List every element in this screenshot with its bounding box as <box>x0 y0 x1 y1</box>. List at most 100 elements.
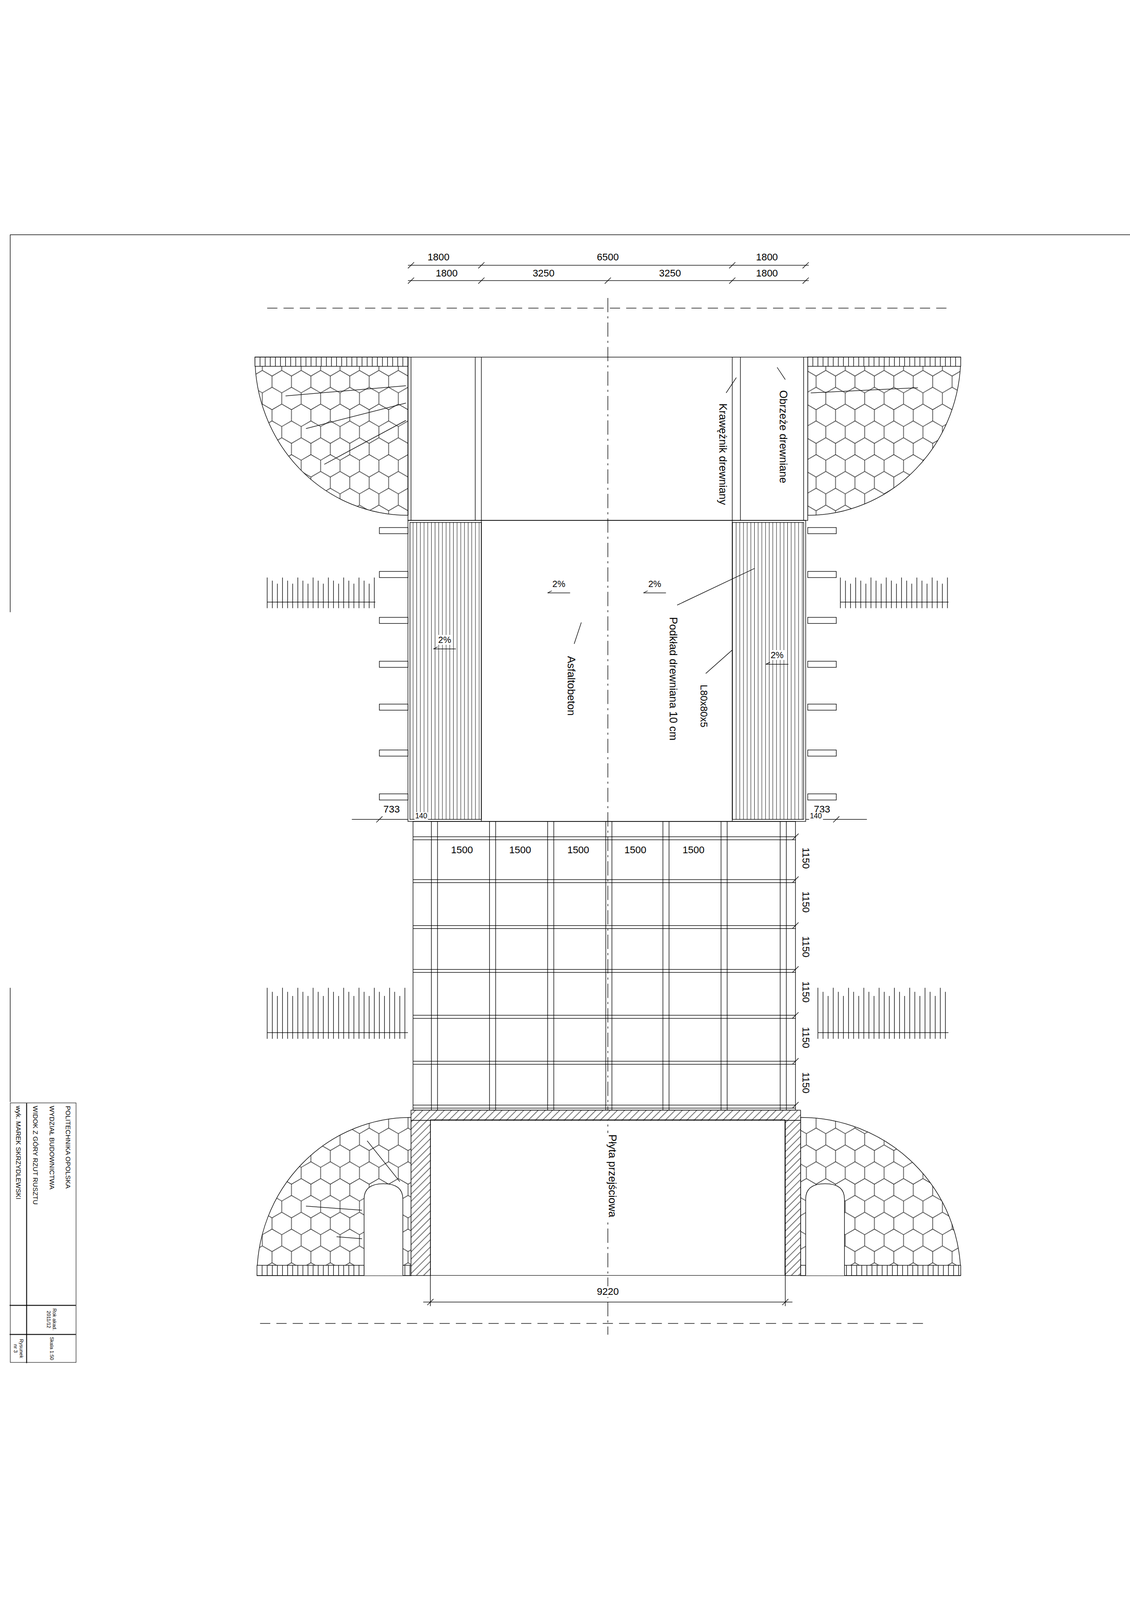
dimension-value: 1500 <box>681 844 706 856</box>
part-label: Podkład drewniana 10 cm <box>666 615 679 742</box>
brick-joint <box>327 1265 329 1276</box>
main-girder <box>611 821 612 1110</box>
ground-tick <box>873 995 875 1039</box>
dimension-value: 1150 <box>800 980 812 1003</box>
wall-opening <box>805 1183 845 1276</box>
ground-tick <box>363 580 365 609</box>
dimension-tick <box>427 1298 434 1305</box>
deck-end-outline <box>407 356 808 521</box>
dimension-tick <box>729 262 736 269</box>
curb-line <box>731 520 733 822</box>
brick-joint <box>939 356 941 367</box>
ground-tick <box>832 987 834 1039</box>
ground-tick <box>378 991 380 1039</box>
brick-joint <box>333 1265 334 1276</box>
brick-joint <box>259 356 261 367</box>
ground-tick <box>919 995 921 1039</box>
part-label: Krawężnik drewniany <box>717 402 729 506</box>
dimension-value: 3250 <box>531 267 556 279</box>
brick-joint <box>397 356 398 367</box>
brick-joint <box>402 356 404 367</box>
brick-joint <box>914 356 915 367</box>
brick-joint <box>817 356 819 367</box>
ground-tick <box>850 583 851 609</box>
brick-joint <box>912 1265 914 1276</box>
brick-joint <box>848 356 849 367</box>
cantilever-bracket <box>807 704 837 711</box>
brick-joint <box>897 1265 898 1276</box>
ground-tick <box>939 987 941 1039</box>
part-label: Obrzeże drewniane <box>777 389 790 485</box>
cantilever-bracket <box>807 793 837 800</box>
ground-tick <box>863 987 864 1039</box>
ground-tick <box>896 583 897 609</box>
ground-tick <box>373 577 375 608</box>
brick-joint <box>868 356 870 367</box>
reference-line <box>259 1322 928 1324</box>
slope-arrow <box>433 648 456 650</box>
part-label: L80x80x5 <box>698 683 710 728</box>
slope-arrow <box>547 592 570 593</box>
ground-tick <box>924 987 926 1039</box>
cross-beam <box>412 1107 796 1109</box>
brick-joint <box>846 1265 847 1276</box>
brick-joint <box>331 356 332 367</box>
cantilever-bracket <box>379 749 408 757</box>
main-girder <box>605 821 607 1110</box>
slope-label: 2% <box>769 649 785 660</box>
ground-tick <box>287 580 288 609</box>
cross-beam <box>412 836 796 837</box>
ground-tick <box>931 577 933 608</box>
transition-slab: Płyta przejściowa <box>430 1119 786 1276</box>
dimension-tick <box>478 262 485 269</box>
dimension-tick <box>407 277 415 284</box>
brick-joint <box>300 356 302 367</box>
ground-tick <box>394 991 396 1039</box>
brick-joint <box>377 356 378 367</box>
brick-joint <box>371 356 373 367</box>
main-girder <box>431 821 432 1110</box>
masonry-wing <box>254 356 408 515</box>
dimension-tick <box>802 262 809 269</box>
ground-tick <box>282 987 283 1039</box>
brick-joint <box>887 1265 888 1276</box>
ground-tick <box>333 991 334 1039</box>
dimension-tick <box>792 1011 799 1019</box>
leader-line <box>726 377 737 393</box>
brick-joint <box>305 356 306 367</box>
brick-joint <box>321 356 322 367</box>
ground-tick <box>271 580 273 609</box>
dimension-tick <box>792 1057 799 1065</box>
ground-tick <box>888 995 890 1039</box>
abutment-beam <box>411 1109 801 1121</box>
curb-line <box>410 356 412 521</box>
ground-tick <box>327 987 329 1039</box>
brick-joint <box>312 1265 314 1276</box>
brick-joint <box>881 1265 883 1276</box>
brick-joint <box>909 356 910 367</box>
ground-tick <box>373 987 375 1039</box>
brick-joint <box>853 356 854 367</box>
ground-tick <box>282 577 283 608</box>
dimension-tick <box>833 815 840 823</box>
brick-joint <box>353 1265 354 1276</box>
brick-joint <box>356 356 357 367</box>
wall-line <box>305 403 406 429</box>
brick-joint <box>336 356 337 367</box>
ground-tick <box>921 580 922 609</box>
ground-tick <box>926 583 928 609</box>
brick-joint <box>924 356 926 367</box>
brick-joint <box>904 356 905 367</box>
brick-joint <box>318 1265 319 1276</box>
leader-line <box>574 622 582 644</box>
table-rule <box>9 1333 77 1335</box>
brick-joint <box>927 1265 929 1276</box>
cantilever-bracket <box>807 571 837 578</box>
brick-joint <box>863 356 864 367</box>
cross-beam <box>412 1063 796 1065</box>
drawing-lines <box>10 234 1130 1335</box>
ground-tick <box>302 580 303 609</box>
ground-line <box>840 601 949 603</box>
cross-beam <box>412 1015 796 1016</box>
ground-tick <box>942 583 943 609</box>
